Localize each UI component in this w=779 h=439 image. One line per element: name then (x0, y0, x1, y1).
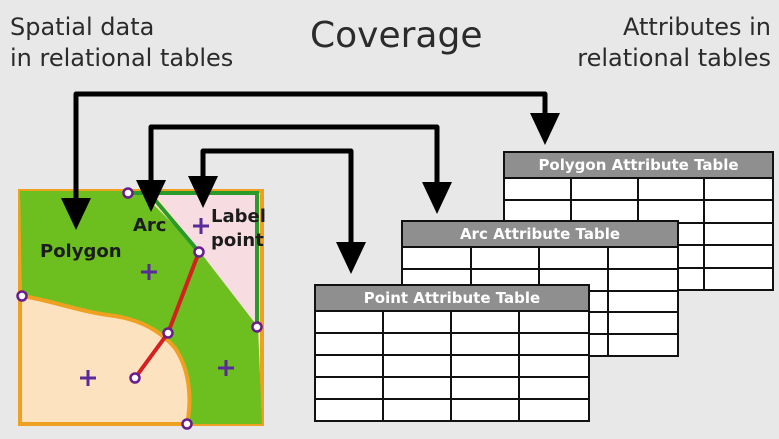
table-cell (452, 356, 520, 378)
node-point (122, 187, 134, 199)
node-point (162, 327, 174, 339)
label-point-plus (193, 218, 209, 234)
spatial-data-heading: Spatial data in relational tables (10, 12, 233, 74)
node-point (129, 372, 141, 384)
table-cell (452, 312, 520, 334)
point-attribute-table: Point Attribute Table (314, 284, 590, 422)
point-connector-line (200, 148, 354, 250)
table-cell (452, 378, 520, 400)
label-point-label: Label point (211, 205, 266, 253)
table-cell (705, 201, 772, 224)
table-cell (384, 356, 452, 378)
polygon-attribute-table-title: Polygon Attribute Table (505, 153, 772, 179)
table-cell (608, 292, 677, 314)
label-point-plus (218, 360, 234, 376)
table-cell (452, 334, 520, 356)
attributes-heading-line-1: Attributes in (623, 13, 771, 41)
attributes-heading-line-2: relational tables (577, 44, 771, 72)
green-boundary (128, 191, 259, 327)
table-cell (520, 378, 588, 400)
green-polygon (20, 191, 262, 424)
node-point (193, 246, 205, 258)
table-cell (540, 248, 609, 270)
label-point-label-line-1: Label (211, 206, 266, 227)
table-cell (384, 378, 452, 400)
table-cell (520, 334, 588, 356)
arrowhead-down (530, 113, 560, 145)
table-cell (520, 312, 588, 334)
node-point (251, 321, 263, 333)
table-cell (452, 400, 520, 422)
arrowhead-down (336, 242, 366, 274)
table-cell (705, 179, 772, 202)
polygon-label: Polygon (40, 241, 122, 262)
arc-attribute-table-title: Arc Attribute Table (403, 222, 677, 248)
table-cell (639, 268, 706, 291)
table-cell (316, 356, 384, 378)
table-cell (384, 400, 452, 422)
table-cell (403, 248, 472, 270)
spatial-data-heading-line-2: in relational tables (10, 44, 234, 72)
table-cell (316, 400, 384, 422)
arc-connector-line (148, 124, 440, 190)
coverage-title: Coverage (310, 15, 483, 56)
table-cell (520, 356, 588, 378)
green-diagonal-boundary (148, 192, 201, 254)
table-cell (471, 248, 540, 270)
node-point (16, 290, 28, 302)
table-cell (608, 313, 677, 336)
orange-boundary (21, 294, 192, 425)
spatial-data-heading-line-1: Spatial data (10, 13, 155, 41)
table-cell (608, 248, 677, 270)
arrowhead-down (136, 180, 166, 212)
label-point-plus (141, 264, 157, 280)
table-cell (505, 179, 572, 202)
table-cell (316, 312, 384, 334)
table-cell (384, 334, 452, 356)
table-cell (638, 179, 706, 202)
pink-polygon (156, 194, 258, 327)
table-cell (316, 334, 384, 356)
node-point (181, 418, 193, 430)
table-cell (384, 312, 452, 334)
label-point-plus (80, 370, 96, 386)
table-cell (608, 270, 677, 292)
table-cell (571, 179, 639, 202)
point-attribute-table-title: Point Attribute Table (316, 286, 588, 312)
label-point-label-line-2: point (211, 230, 264, 251)
table-cell (316, 378, 384, 400)
arc-label: Arc (133, 215, 167, 236)
polygon-connector-line (73, 91, 548, 208)
attributes-heading: Attributes in relational tables (577, 12, 771, 74)
arrowhead-down (61, 198, 91, 230)
table-cell (540, 335, 609, 357)
point-attribute-table-grid (316, 312, 588, 422)
table-cell (705, 224, 772, 247)
arrowhead-down (422, 182, 452, 214)
arrowhead-down (188, 176, 218, 208)
table-cell (705, 246, 772, 269)
